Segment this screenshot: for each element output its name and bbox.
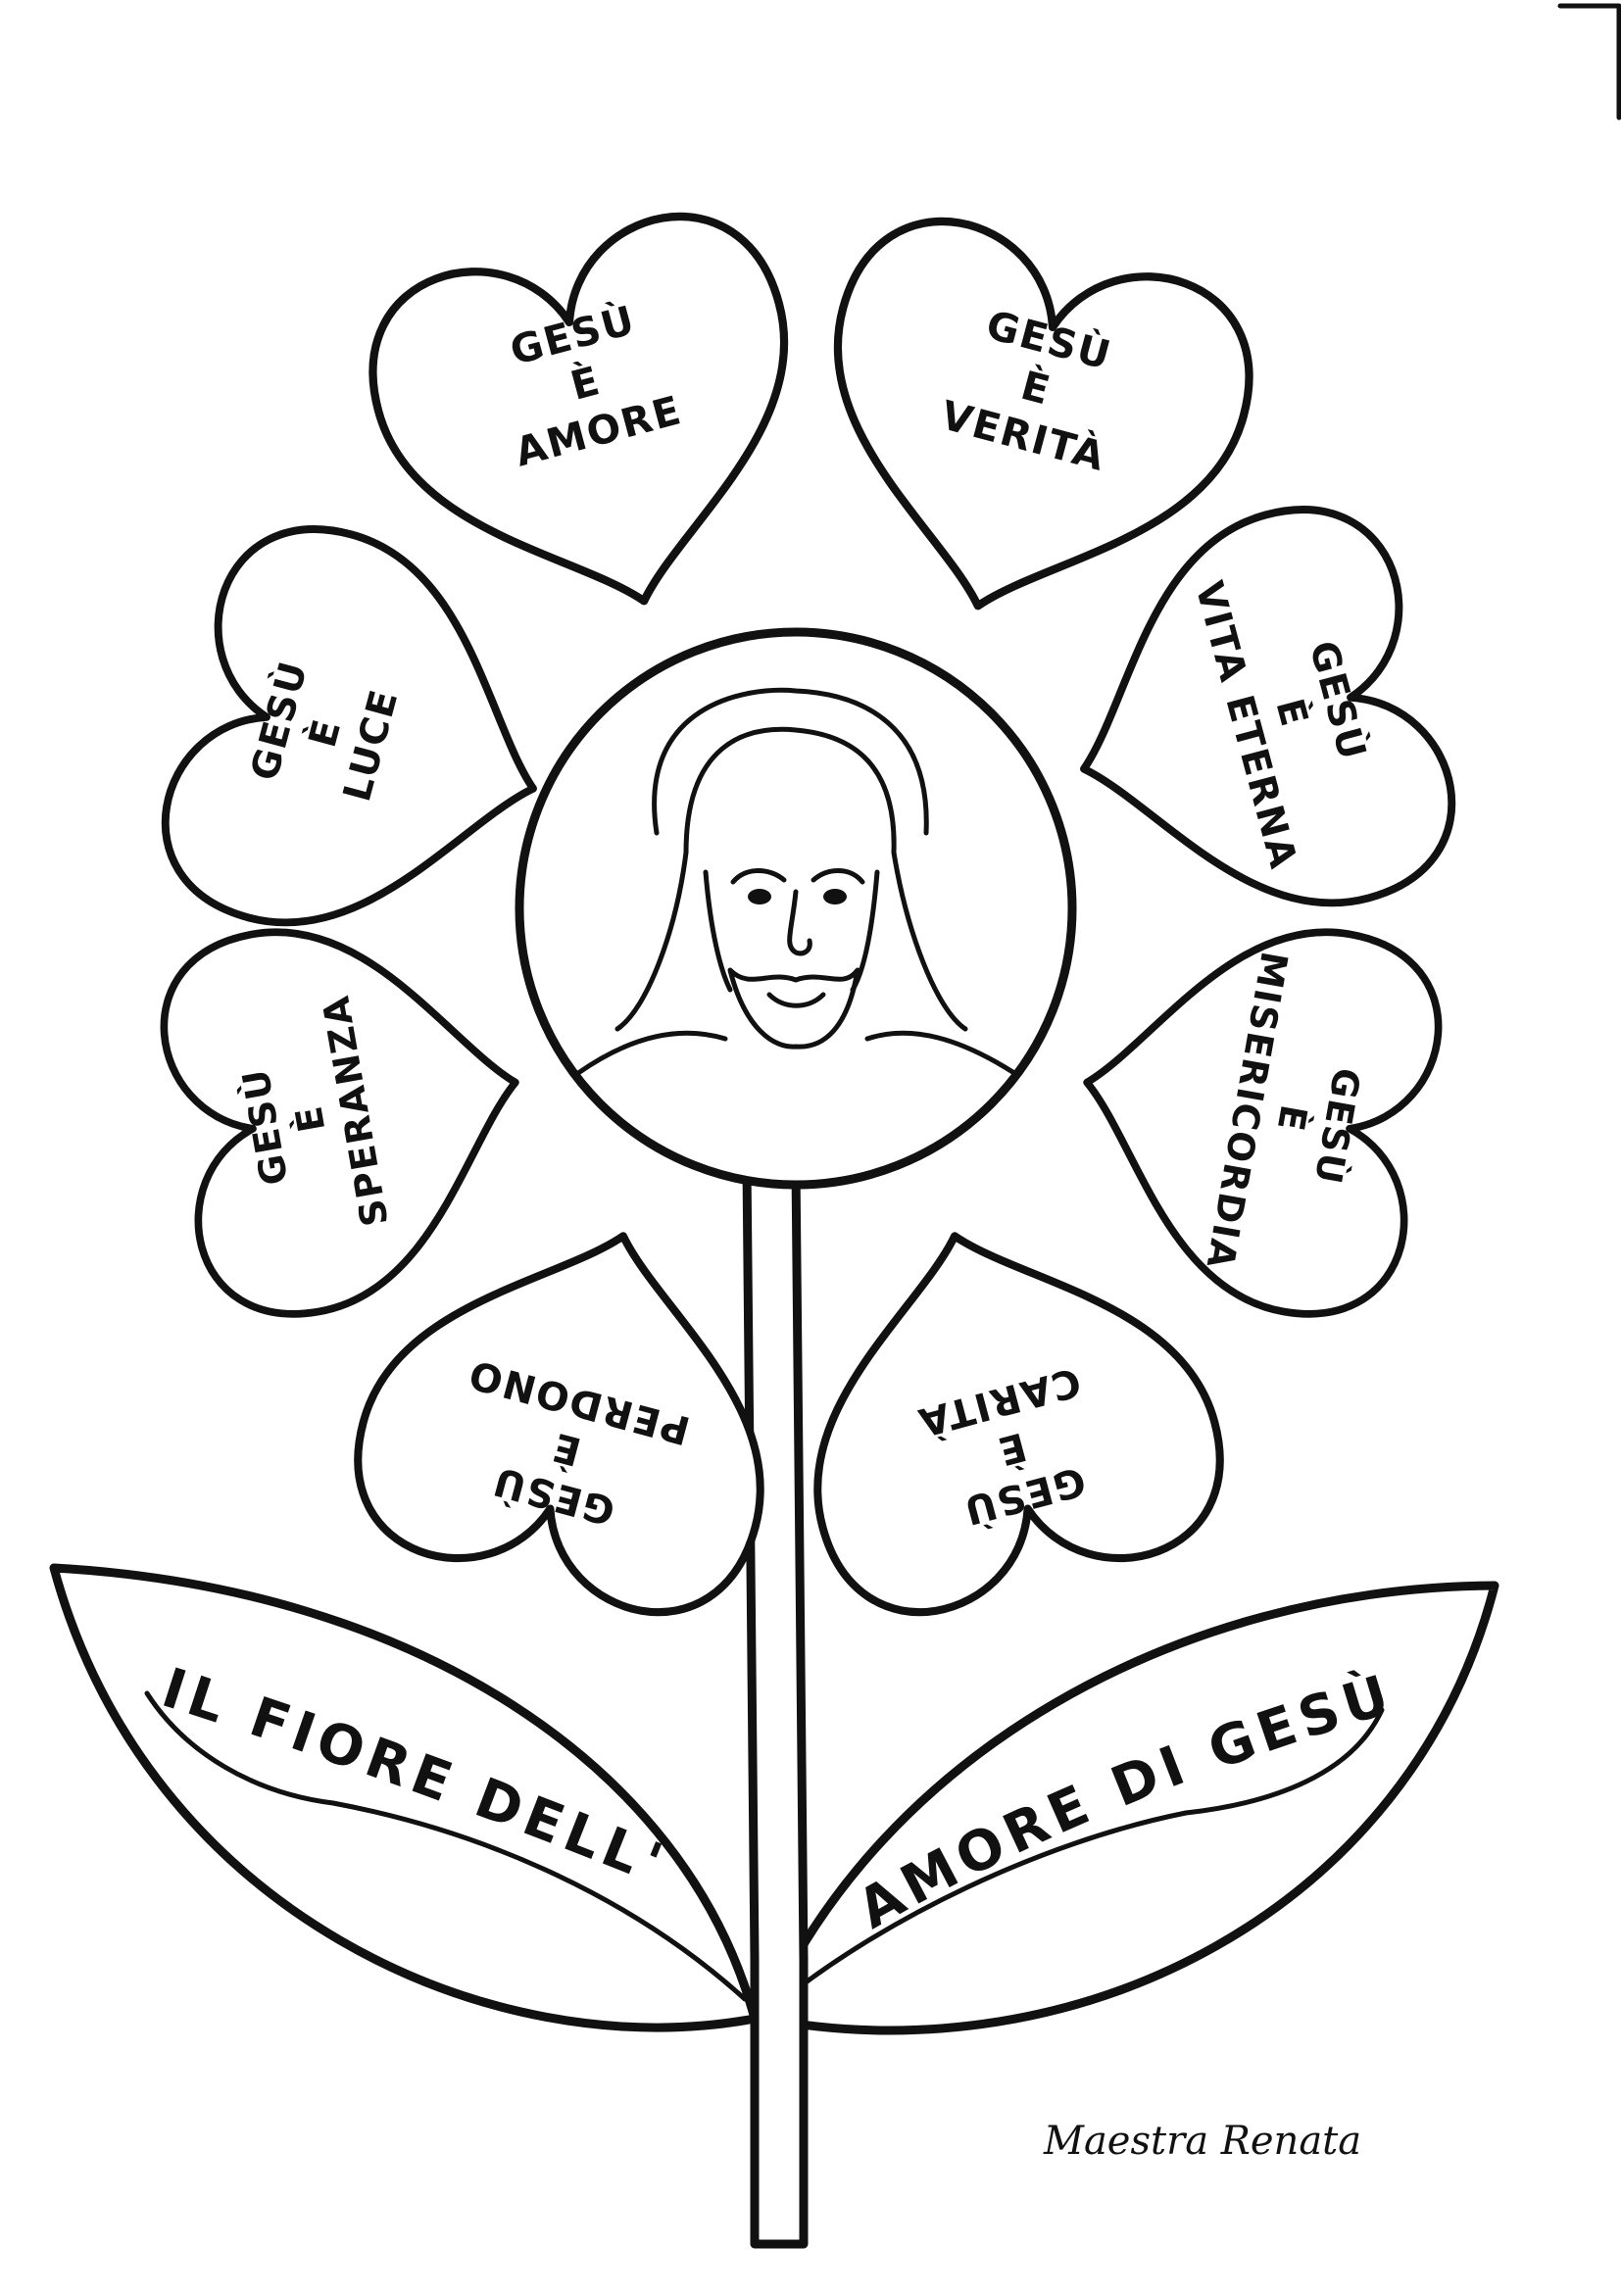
stem bbox=[742, 1161, 809, 2249]
right-leaf-ribbon bbox=[781, 1707, 1385, 2002]
jesus-portrait bbox=[515, 627, 1077, 1190]
left-leaf bbox=[49, 1563, 760, 2032]
left-leaf-ribbon bbox=[144, 1690, 748, 2002]
signature: Maestra Renata bbox=[1043, 2119, 1361, 2164]
corner-mark bbox=[1557, 3, 1621, 121]
